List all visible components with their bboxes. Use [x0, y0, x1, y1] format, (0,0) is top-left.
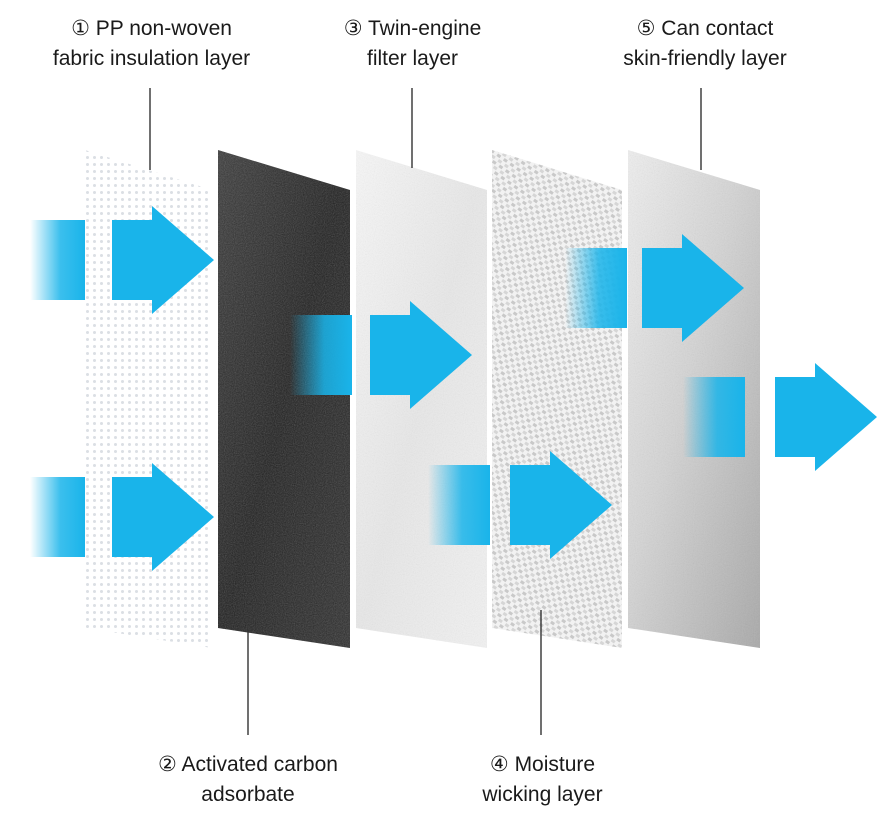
label-layer-5: ⑤ Can contact skin-friendly layer	[600, 14, 810, 74]
layer-3-twin-engine-filter	[356, 150, 487, 648]
arrow-tail-4	[428, 465, 490, 545]
label-layer-3-line2: filter layer	[366, 47, 459, 70]
arrow-head-2	[112, 463, 214, 571]
arrow-tail-2	[30, 477, 85, 557]
arrow-head-6	[775, 363, 877, 471]
label-layer-1: ① PP non-woven fabric insulation layer	[14, 14, 289, 74]
arrow-tail-6	[683, 377, 745, 457]
layer-2-activated-carbon	[218, 150, 350, 648]
label-layer-1-line2: fabric insulation layer	[52, 47, 251, 70]
label-layer-2-line1: ② Activated carbon	[158, 753, 338, 776]
label-layer-5-line2: skin-friendly layer	[623, 47, 787, 70]
label-layer-3-line1: ③ Twin-engine	[343, 17, 482, 40]
arrow-tail-3	[290, 315, 352, 395]
label-layer-4: ④ Moisture wicking layer	[460, 750, 625, 810]
arrow-head-3	[370, 301, 472, 409]
airflow-arrows	[30, 206, 877, 571]
layer-4-moisture-wicking	[492, 150, 622, 648]
label-layer-2-line2: adsorbate	[201, 783, 295, 806]
arrow-head-5	[642, 234, 744, 342]
label-layer-2: ② Activated carbon adsorbate	[128, 750, 368, 810]
arrow-tail-1	[30, 220, 85, 300]
label-layer-5-line1: ⑤ Can contact	[636, 17, 774, 40]
label-layer-4-line2: wicking layer	[482, 783, 603, 806]
arrow-tail-5	[565, 248, 627, 328]
label-layer-4-line1: ④ Moisture	[489, 753, 596, 776]
label-layer-1-line1: ① PP non-woven	[71, 17, 232, 40]
arrow-head-4	[510, 451, 612, 559]
arrow-head-1	[112, 206, 214, 314]
label-layer-3: ③ Twin-engine filter layer	[310, 14, 515, 74]
leader-lines	[149, 88, 702, 735]
